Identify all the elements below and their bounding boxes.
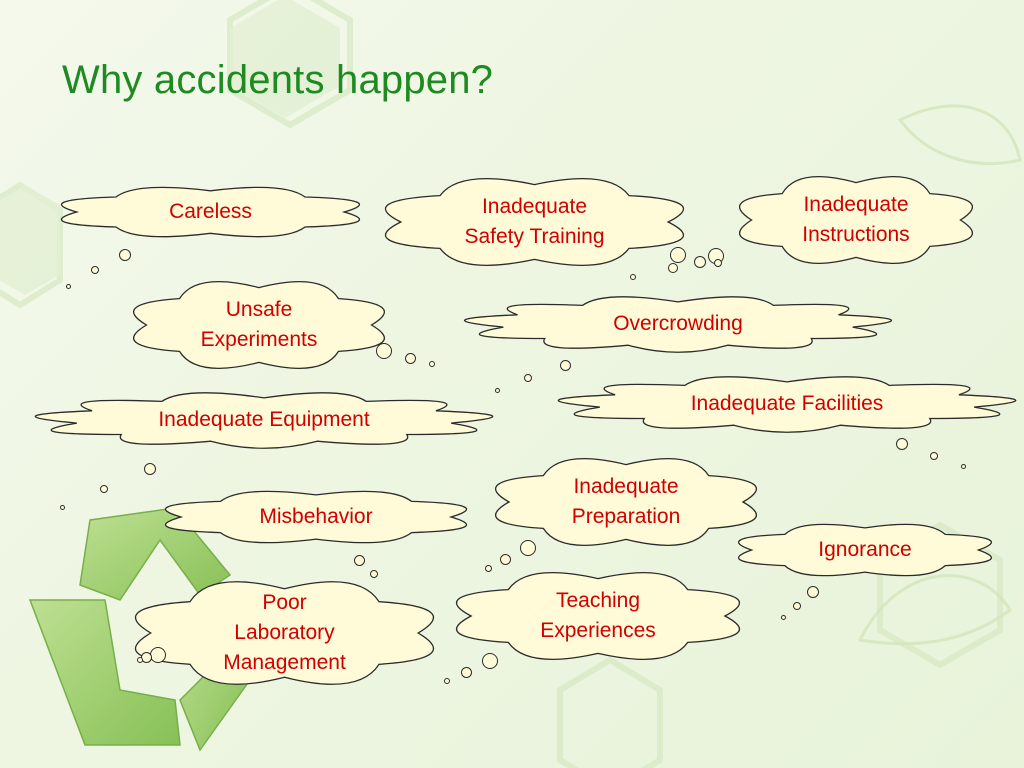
cloud-shape <box>34 392 494 449</box>
thought-bubble <box>694 256 706 268</box>
cloud-shape <box>164 490 468 544</box>
cloud-label: Unsafe Experiments <box>200 298 318 351</box>
slide-title: Why accidents happen? <box>62 58 494 102</box>
cloud-shape <box>557 376 1017 433</box>
thought-bubble <box>59 504 65 510</box>
thought-bubble <box>404 352 416 364</box>
thought-bubble <box>144 463 156 475</box>
thought-bubble <box>780 614 786 620</box>
cloud-label: Misbehavior <box>259 505 373 528</box>
cloud-label: Careless <box>169 200 252 223</box>
thought-bubble <box>353 554 365 566</box>
cloud-label: Inadequate Equipment <box>158 408 370 431</box>
thought-bubble <box>499 553 511 565</box>
thought-bubble <box>460 666 472 678</box>
thought-bubble <box>670 247 686 263</box>
thought-bubble <box>65 283 71 289</box>
cloud-shape <box>738 523 992 577</box>
thought-bubble <box>630 274 636 280</box>
thought-bubble <box>482 653 498 669</box>
hexagon-pattern <box>0 0 1003 768</box>
thought-bubble <box>100 485 108 493</box>
leaf-decoration <box>857 104 1022 646</box>
cloud-shape <box>464 296 892 353</box>
thought-bubble <box>150 647 166 663</box>
cloud-label: Teaching Experiences <box>540 589 656 642</box>
cloud-shape <box>134 581 435 685</box>
cloud-label: Poor Laboratory Management <box>223 591 346 674</box>
cloud-shape <box>133 281 385 369</box>
thought-bubble <box>484 564 492 572</box>
thought-bubble <box>960 463 966 469</box>
cloud-misbehavior: Misbehavior <box>162 487 470 547</box>
cloud-label: Inadequate Facilities <box>690 392 884 415</box>
cloud-inadequate-safety-training: Inadequate Safety Training <box>382 174 687 270</box>
cloud-shape <box>384 177 685 267</box>
thought-bubble <box>520 540 536 556</box>
cloud-shape <box>456 571 740 661</box>
cloud-label: Inadequate Safety Training <box>464 195 605 248</box>
thought-bubble <box>376 343 392 359</box>
cloud-ignorance: Ignorance <box>735 520 995 580</box>
thought-bubble <box>494 387 500 393</box>
thought-bubble <box>429 361 435 367</box>
cloud-label: Inadequate Instructions <box>802 193 910 246</box>
thought-bubble <box>370 570 378 578</box>
thought-bubble <box>91 266 99 274</box>
thought-bubble <box>137 657 143 663</box>
thought-bubble <box>807 586 819 598</box>
thought-bubble <box>119 249 131 261</box>
cloud-label: Inadequate Preparation <box>571 475 681 528</box>
cloud-inadequate-equipment: Inadequate Equipment <box>34 390 494 450</box>
thought-bubble <box>444 678 450 684</box>
thought-bubble <box>668 263 678 273</box>
cloud-overcrowding: Overcrowding <box>464 294 892 354</box>
cloud-unsafe-experiments: Unsafe Experiments <box>130 277 388 373</box>
cloud-poor-laboratory-management: Poor Laboratory Management <box>132 577 437 689</box>
cloud-shape <box>495 458 757 546</box>
cloud-shape <box>739 176 973 264</box>
cloud-inadequate-facilities: Inadequate Facilities <box>557 374 1017 434</box>
thought-bubble <box>896 438 908 450</box>
thought-bubble <box>524 374 532 382</box>
thought-bubble <box>793 602 801 610</box>
cloud-inadequate-preparation: Inadequate Preparation <box>492 454 760 550</box>
cloud-shape <box>60 186 361 238</box>
cloud-teaching-experiences: Teaching Experiences <box>453 568 743 664</box>
thought-bubble <box>559 359 571 371</box>
cloud-label: Overcrowding <box>613 312 743 335</box>
cloud-careless: Careless <box>58 183 363 241</box>
thought-bubble <box>930 452 938 460</box>
cloud-label: Ignorance <box>818 538 912 561</box>
cloud-inadequate-instructions: Inadequate Instructions <box>736 172 976 268</box>
thought-bubble <box>714 259 722 267</box>
